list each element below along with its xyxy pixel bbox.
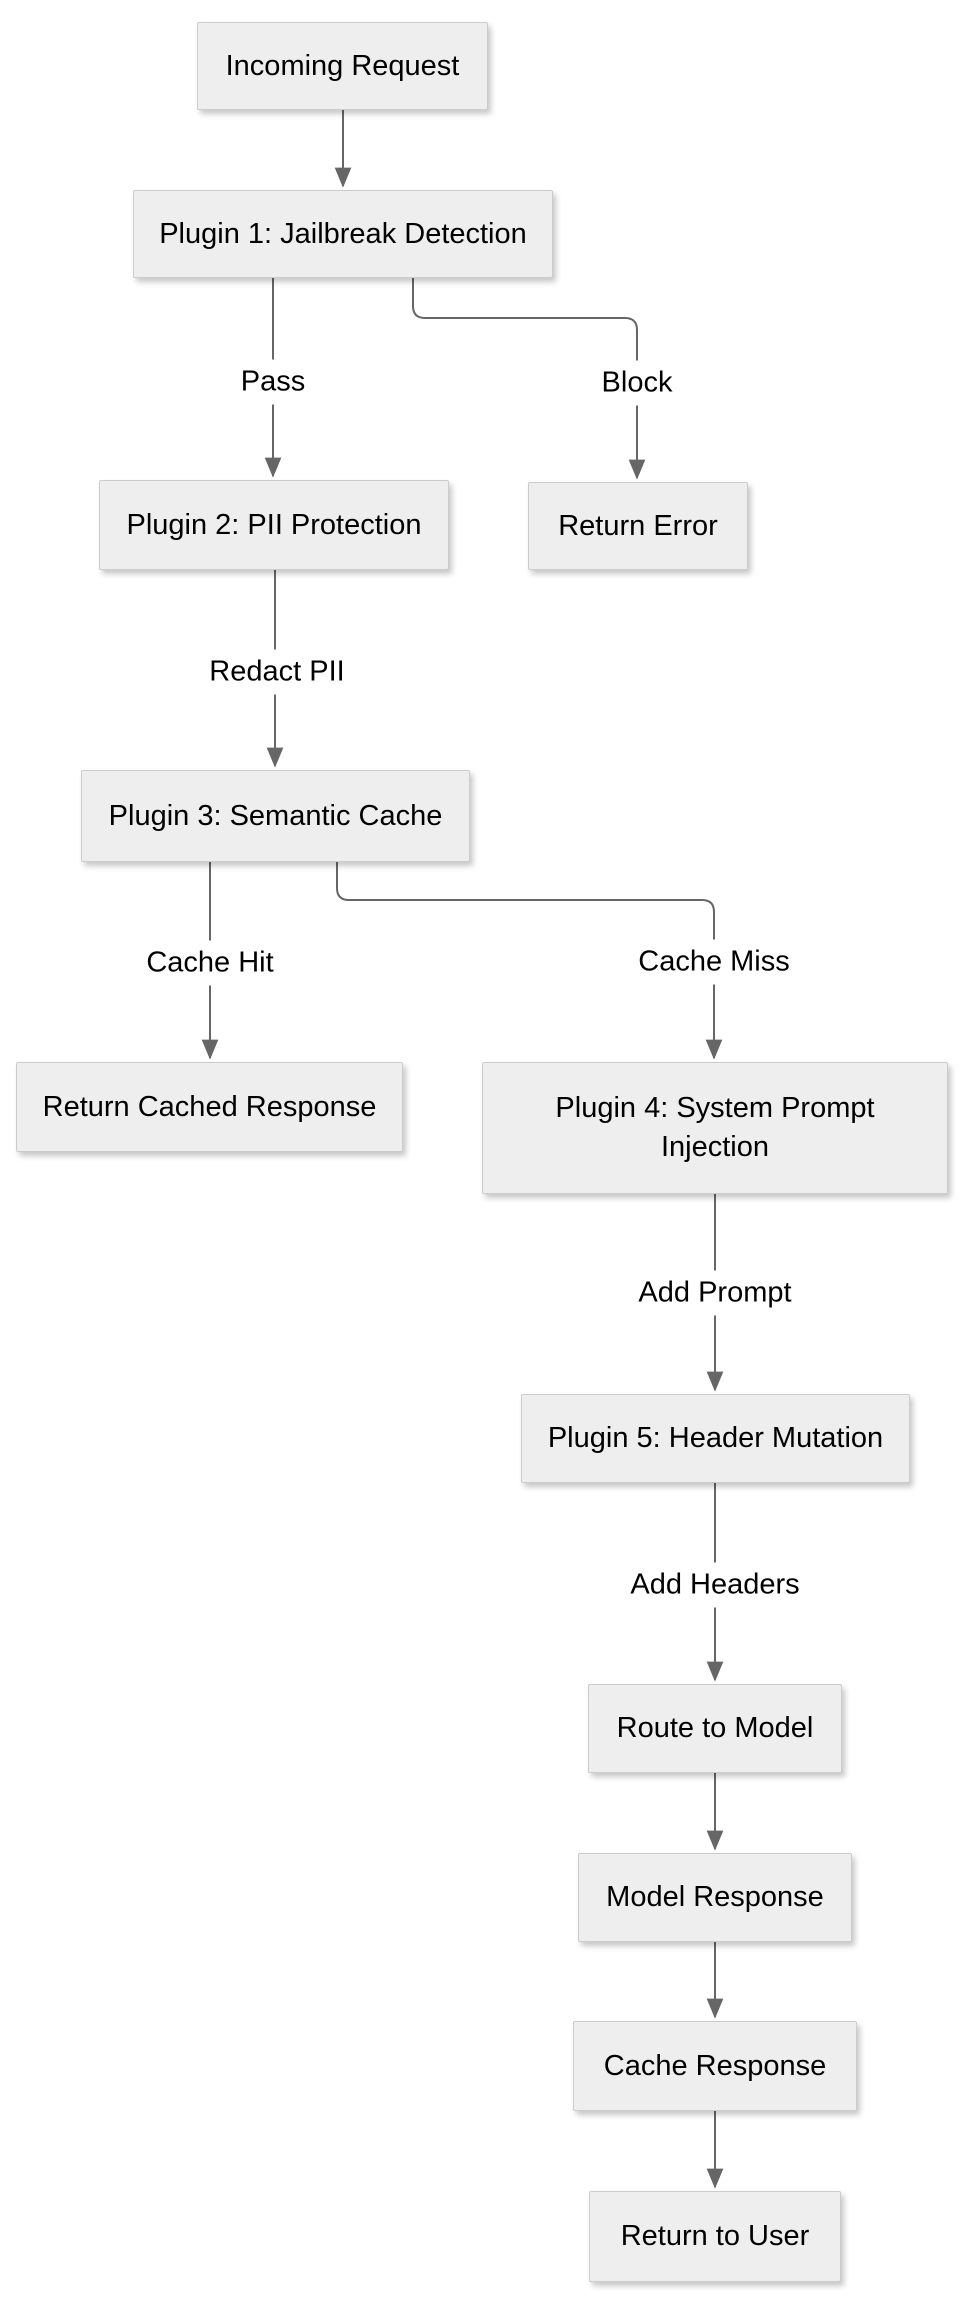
node-plugin4-system-prompt-injection: Plugin 4: System Prompt Injection bbox=[482, 1062, 948, 1194]
node-plugin2-pii-protection: Plugin 2: PII Protection bbox=[99, 480, 449, 570]
edge-label-cache-hit: Cache Hit bbox=[136, 940, 284, 986]
edge-label-cache-miss: Cache Miss bbox=[628, 939, 800, 985]
node-incoming-request: Incoming Request bbox=[197, 22, 488, 110]
edge-label-pass: Pass bbox=[230, 359, 316, 405]
node-return-error: Return Error bbox=[528, 482, 748, 570]
node-plugin3-semantic-cache: Plugin 3: Semantic Cache bbox=[81, 770, 470, 862]
node-cache-response: Cache Response bbox=[573, 2021, 857, 2111]
edge-plugin1-to-return-error-block bbox=[412, 278, 646, 480]
edge-label-block: Block bbox=[591, 360, 683, 406]
edge-label-add-prompt: Add Prompt bbox=[628, 1270, 802, 1316]
node-model-response: Model Response bbox=[578, 1853, 852, 1942]
edge-label-add-headers: Add Headers bbox=[620, 1562, 810, 1608]
edge-label-redact-pii: Redact PII bbox=[199, 649, 355, 695]
edge-plugin3-to-plugin4-cache-miss bbox=[336, 862, 723, 1060]
node-plugin1-jailbreak-detection: Plugin 1: Jailbreak Detection bbox=[133, 190, 553, 278]
node-return-to-user: Return to User bbox=[589, 2191, 841, 2282]
node-plugin5-header-mutation: Plugin 5: Header Mutation bbox=[521, 1394, 910, 1483]
node-route-to-model: Route to Model bbox=[588, 1684, 842, 1773]
node-return-cached-response: Return Cached Response bbox=[16, 1062, 403, 1152]
